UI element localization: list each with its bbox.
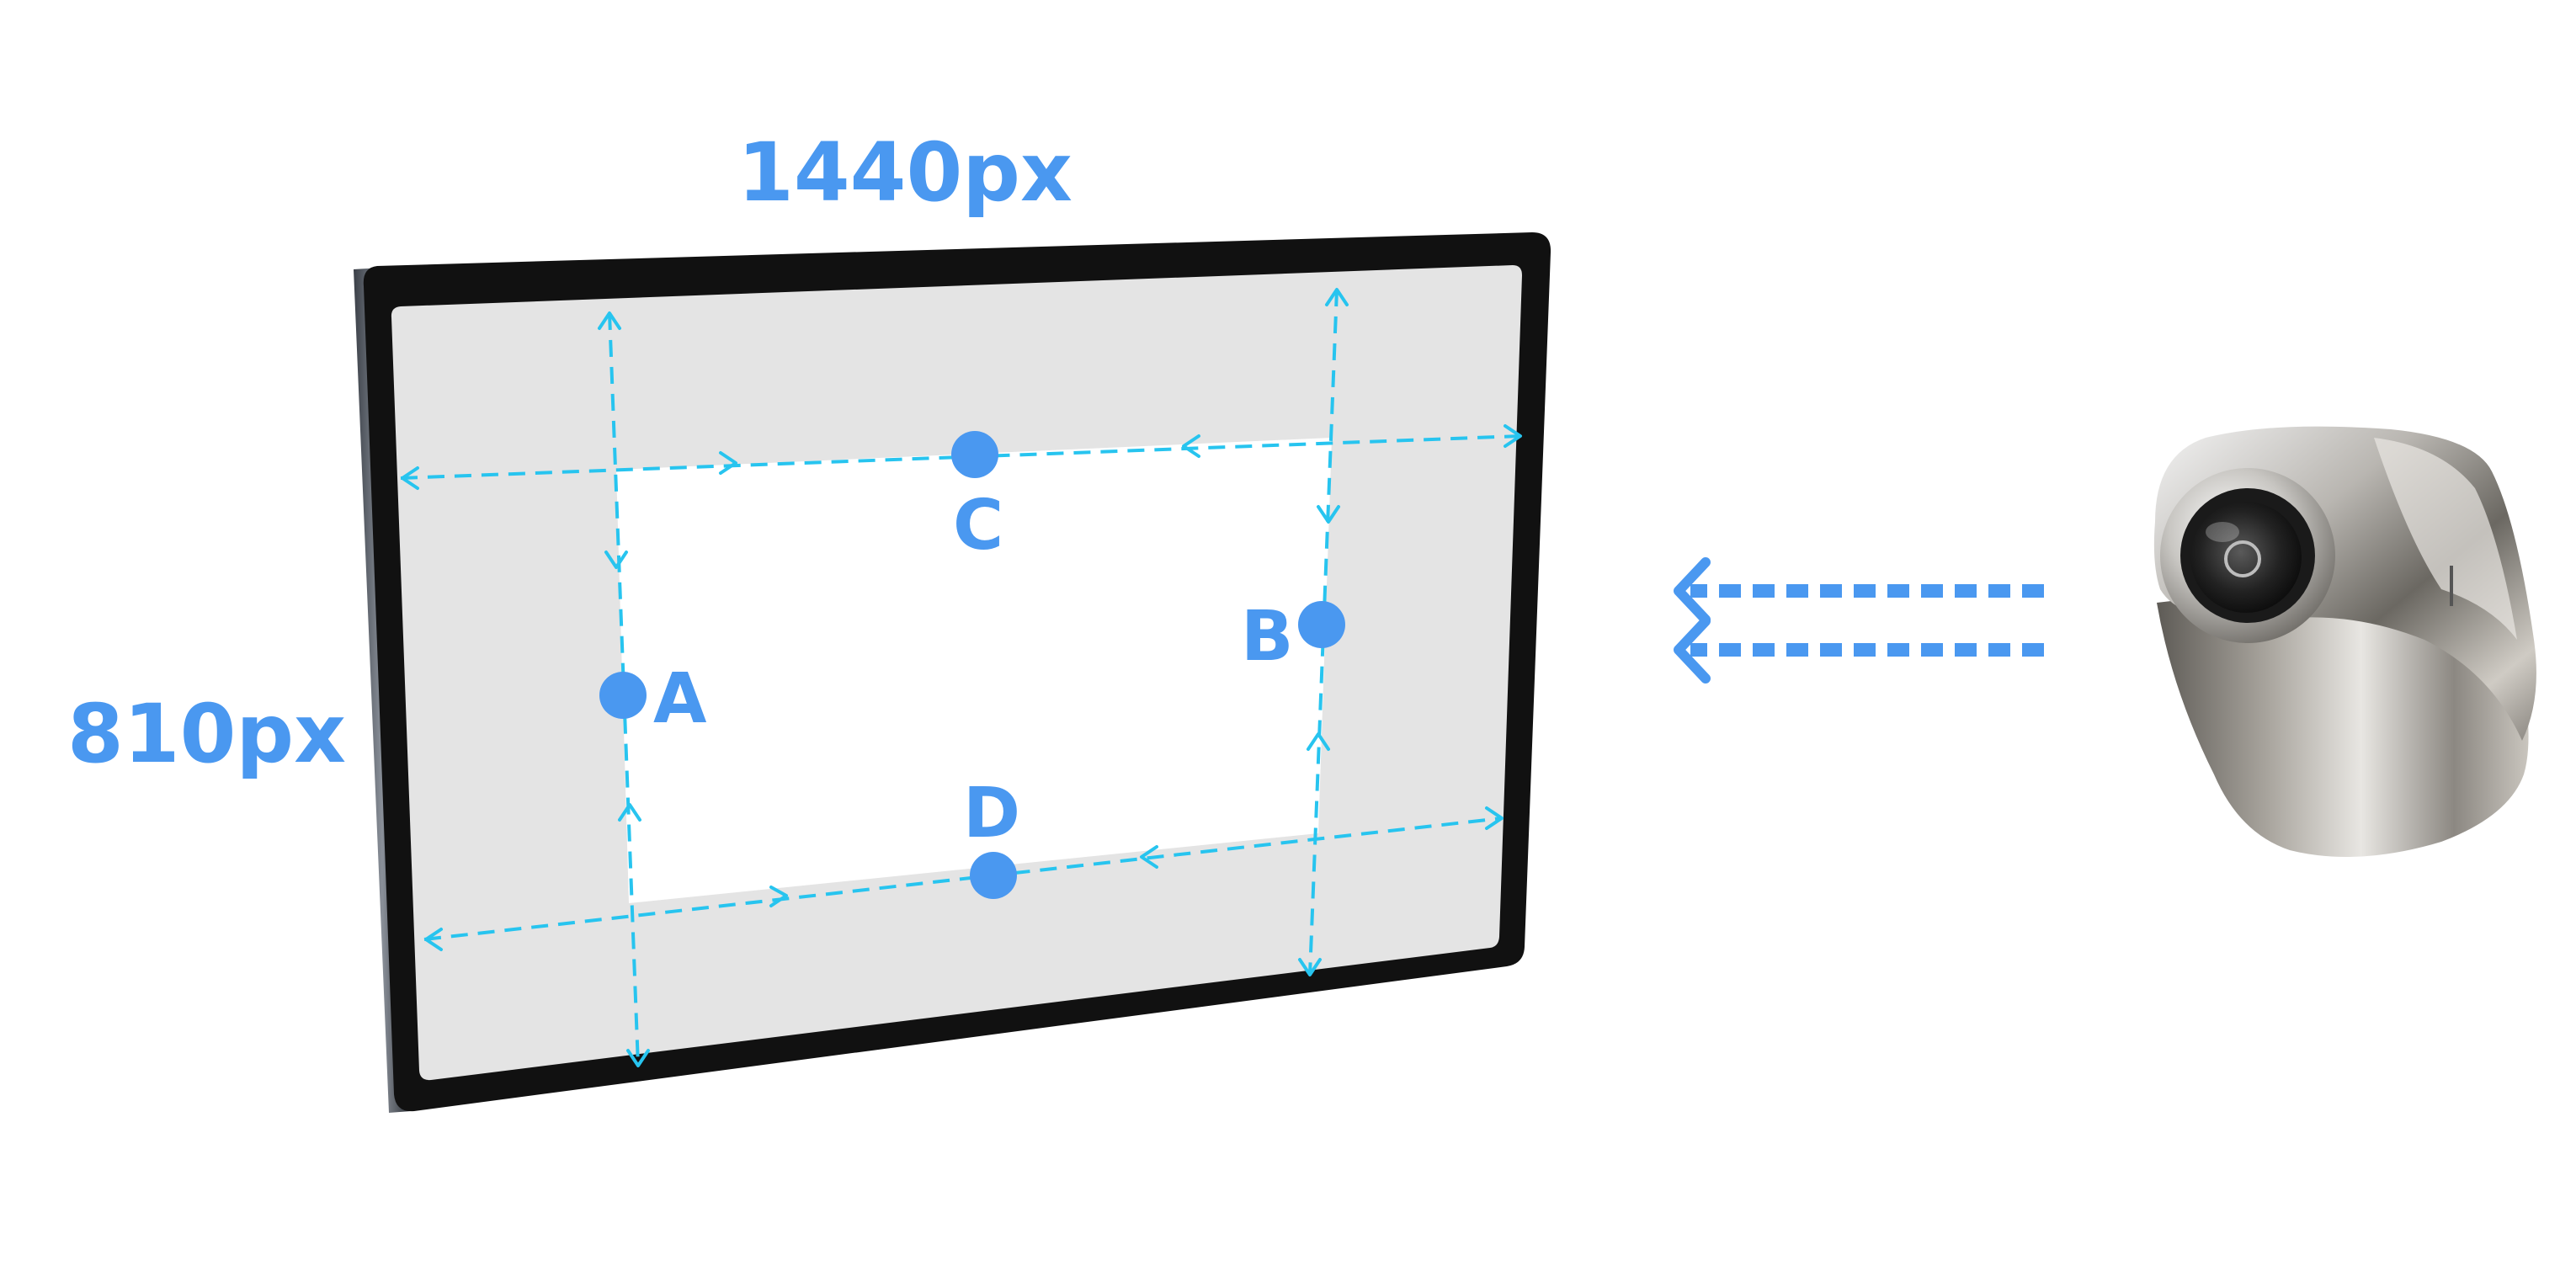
chevron-left-icon xyxy=(424,928,443,951)
chevron-up-icon xyxy=(1325,288,1349,306)
guide-left xyxy=(608,312,640,1067)
chevron-down-icon xyxy=(1298,958,1322,976)
chevron-down-icon xyxy=(626,1049,650,1067)
camera-lens xyxy=(2190,502,2302,613)
width-label: 1440px xyxy=(737,125,1072,220)
chevron-left-icon xyxy=(1140,845,1158,869)
camera-lens-center xyxy=(2224,540,2261,577)
point-c: C xyxy=(951,431,1003,566)
point-b-marker xyxy=(1298,601,1345,648)
chevron-left-icon xyxy=(401,466,419,490)
chevron-up-icon xyxy=(618,803,641,822)
chevron-right-icon xyxy=(769,886,788,907)
arrowhead-bottom-icon xyxy=(1674,616,1711,684)
monitor-icon xyxy=(354,232,1551,1113)
point-a-label: A xyxy=(653,659,707,739)
point-c-marker xyxy=(951,431,998,478)
point-a-marker xyxy=(599,672,647,719)
point-d-label: D xyxy=(963,774,1020,854)
camera-highlight xyxy=(2374,438,2517,640)
guide-bottom xyxy=(423,817,1503,941)
arrowhead-top-icon xyxy=(1674,557,1711,625)
guide-right xyxy=(1308,289,1339,976)
target-region xyxy=(616,438,1332,903)
chevron-right-icon xyxy=(1504,424,1522,448)
point-d: D xyxy=(963,774,1020,899)
point-d-marker xyxy=(970,852,1017,899)
chevron-left-icon xyxy=(1182,434,1200,458)
chevron-right-icon xyxy=(719,451,737,475)
camera-lens-glint xyxy=(2206,522,2239,542)
chevron-down-icon xyxy=(1317,505,1340,524)
double-arrow-left-icon xyxy=(1674,557,2044,684)
chevron-up-icon xyxy=(1307,732,1330,751)
height-label: 810px xyxy=(67,687,346,781)
chevron-right-icon xyxy=(1485,806,1504,830)
guide-lines xyxy=(400,288,1522,1067)
point-b-label: B xyxy=(1241,597,1294,677)
point-b: B xyxy=(1241,597,1345,677)
chevron-down-icon xyxy=(604,551,628,569)
chevron-up-icon xyxy=(598,311,621,330)
point-a: A xyxy=(599,659,707,739)
point-c-label: C xyxy=(953,486,1003,566)
camera-icon xyxy=(2153,426,2536,857)
